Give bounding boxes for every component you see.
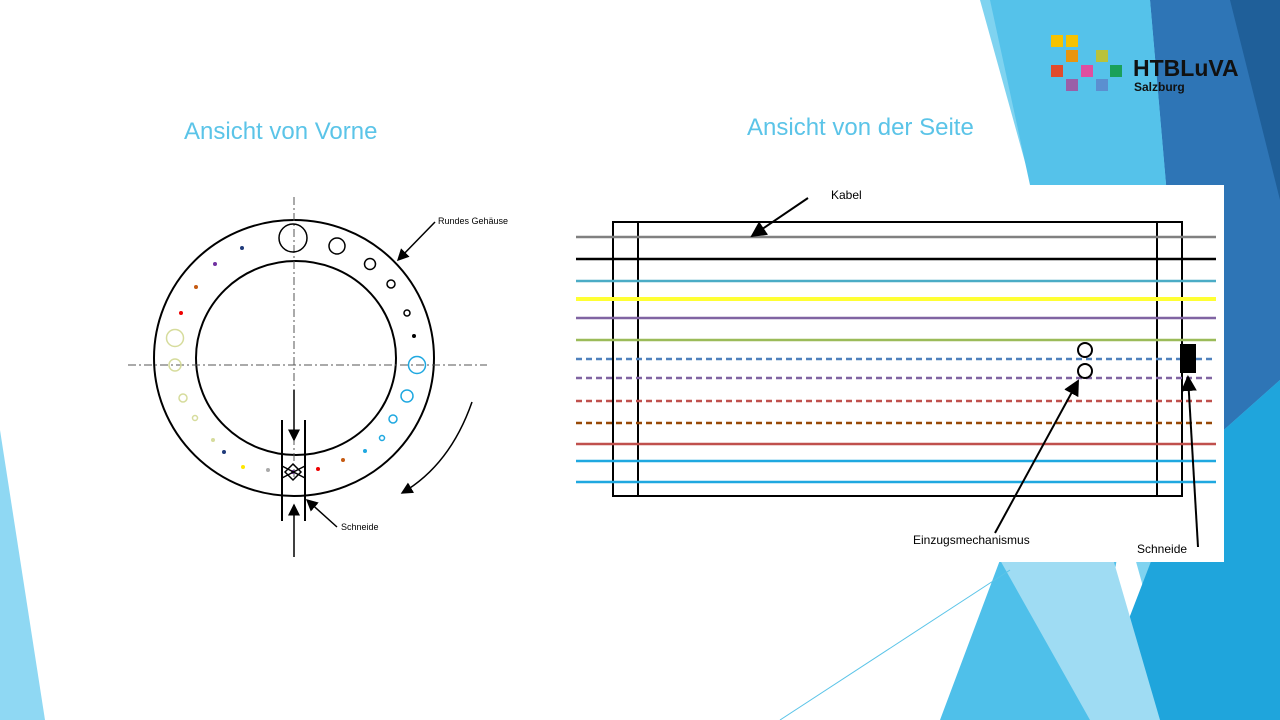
mechanism-label: Einzugsmechanismus: [913, 533, 1030, 547]
feed-roller-top: [1077, 342, 1093, 358]
logo: HTBLuVA Salzburg: [1050, 35, 1240, 95]
housing-label: Rundes Gehäuse: [438, 216, 509, 226]
side-view-title: Ansicht von der Seite: [747, 114, 974, 141]
front-view-title: Ansicht von Vorne: [184, 118, 378, 145]
front-blade-label: Schneide: [341, 522, 379, 532]
logo-sub: Salzburg: [1134, 80, 1185, 94]
logo-squares-icon: [1051, 35, 1122, 91]
logo-name: HTBLuVA: [1133, 55, 1239, 81]
cable-label: Kabel: [831, 188, 862, 202]
feed-roller-bottom: [1077, 363, 1093, 379]
side-blade-label: Schneide: [1137, 542, 1188, 556]
blade-block: [1180, 344, 1196, 373]
inner-ring: [195, 260, 397, 456]
side-view-panel: [568, 185, 1224, 562]
